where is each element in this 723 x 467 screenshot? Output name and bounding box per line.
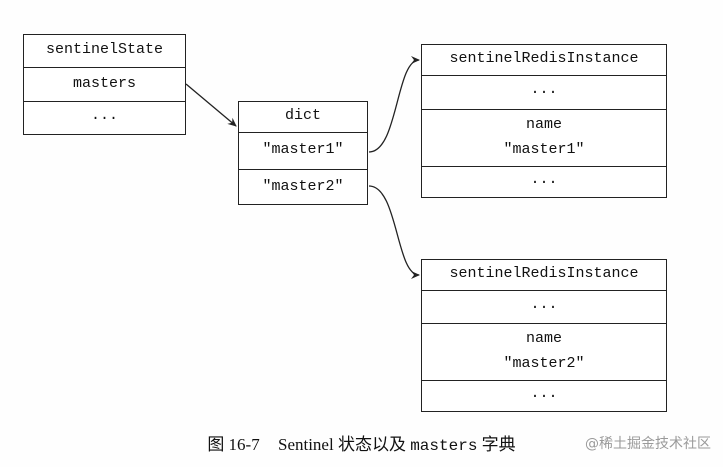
instance2-title: sentinelRedisInstance (449, 265, 639, 282)
instance1-name-label: name (525, 116, 562, 133)
dict-entry-master1-cell: "master1" (239, 132, 367, 169)
instance2-name-label: name (525, 330, 562, 347)
arrow-master2-to-instance2 (368, 185, 420, 279)
arrow-master1-to-instance1 (368, 56, 420, 153)
sentinel-state-masters-field: masters (72, 75, 136, 92)
instance1-title: sentinelRedisInstance (449, 50, 639, 67)
sentinel-state-box: sentinelState masters ... (23, 34, 186, 135)
caption-mono-term: masters (410, 437, 478, 455)
instance1-ellipsis-top: ... (530, 81, 558, 98)
figure-number: 图 16-7 (207, 435, 260, 454)
instance2-ellipsis-bottom: ... (530, 385, 558, 402)
instance2-ellipsis-top-cell: ... (422, 290, 666, 323)
instance1-ellipsis-bottom: ... (530, 171, 558, 188)
instance1-name-cell: name "master1" (422, 109, 666, 166)
figure-caption: 图 16-7 Sentinel 状态以及 masters 字典 (0, 430, 723, 455)
instance2-title-cell: sentinelRedisInstance (422, 260, 666, 290)
dict-title-cell: dict (239, 102, 367, 132)
caption-text-after: 字典 (481, 435, 516, 454)
sentinel-state-masters-cell: masters (24, 67, 185, 101)
sentinel-state-ellipsis: ... (90, 107, 118, 124)
dict-box: dict "master1" "master2" (238, 101, 368, 205)
watermark: @稀土掘金技术社区 (585, 436, 711, 452)
instance1-title-cell: sentinelRedisInstance (422, 45, 666, 75)
caption-text-before: Sentinel 状态以及 (277, 435, 406, 454)
dict-entry-master1: "master1" (262, 141, 344, 158)
dict-entry-master2: "master2" (262, 178, 344, 195)
arrow-masters-to-dict (185, 83, 237, 127)
dict-entry-master2-cell: "master2" (239, 169, 367, 204)
instance1-name-value: "master1" (503, 141, 585, 158)
instance2-ellipsis-bottom-cell: ... (422, 380, 666, 411)
instance2-name-cell: name "master2" (422, 323, 666, 380)
sentinel-state-ellipsis-cell: ... (24, 101, 185, 134)
dict-title: dict (284, 107, 321, 124)
sentinel-redis-instance-box-1: sentinelRedisInstance ... name "master1"… (421, 44, 667, 198)
instance1-ellipsis-bottom-cell: ... (422, 166, 666, 197)
instance2-ellipsis-top: ... (530, 296, 558, 313)
sentinel-state-title-cell: sentinelState (24, 35, 185, 67)
instance2-name-value: "master2" (503, 355, 585, 372)
instance1-ellipsis-top-cell: ... (422, 75, 666, 109)
sentinel-state-title: sentinelState (45, 41, 164, 58)
sentinel-redis-instance-box-2: sentinelRedisInstance ... name "master2"… (421, 259, 667, 412)
